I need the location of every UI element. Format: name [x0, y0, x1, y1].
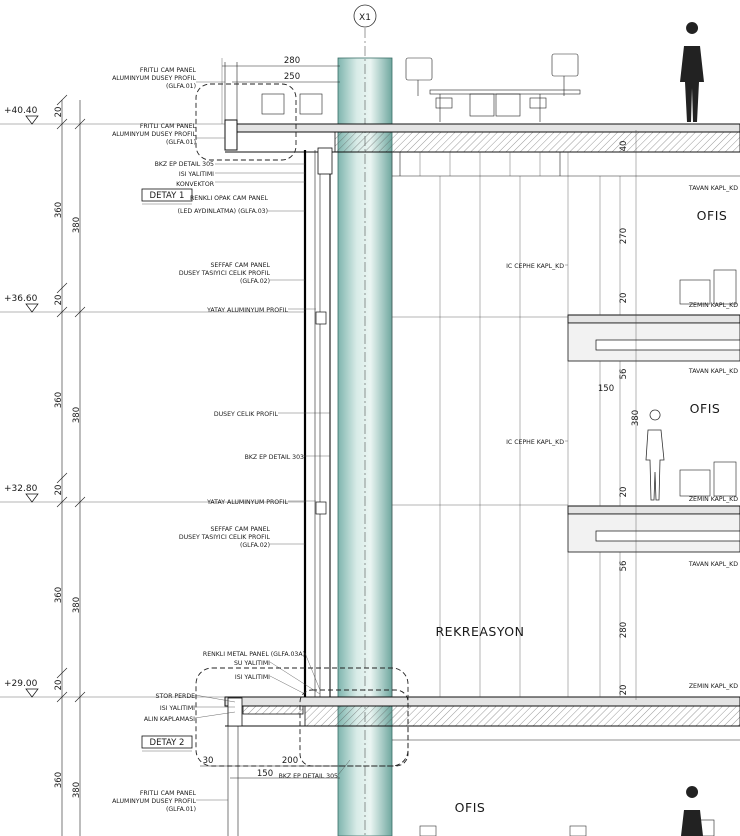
dim-left-inner-3: 380 [72, 597, 82, 613]
label-zemin-3: ZEMIN KAPL_KD [689, 683, 738, 690]
label-fritli-1c: (GLFA.01) [166, 83, 196, 90]
furniture-offices [679, 269, 737, 836]
interior-grid [391, 152, 621, 697]
label-stor-perde: STOR PERDE [156, 693, 196, 700]
dim-r-9: 280 [619, 622, 629, 638]
left-dimension-chains: 20 20 20 20 360 360 360 360 380 380 380 … [54, 94, 86, 836]
label-yatay-1: YATAY ALUMINYUM PROFIL [206, 307, 288, 314]
bottom-dimensions: 30 200 150 [200, 756, 340, 779]
top-dimensions: 280 250 [221, 56, 340, 124]
dim-left-inner-2: 380 [72, 407, 82, 423]
dim-r-4: 56 [619, 369, 629, 380]
label-isi-top: ISI YALITIMI [179, 171, 214, 178]
label-dusey-celik: DUSEY CELIK PROFIL [214, 411, 279, 418]
dim-r-8: 56 [619, 561, 629, 572]
dim-bot-2: 200 [282, 756, 298, 766]
label-renkli-opak-a: RENKLI OPAK CAM PANEL [190, 195, 269, 202]
dim-left-small-4: 20 [54, 680, 64, 691]
detail-2-label: DETAY 2 [150, 738, 185, 748]
detail-callouts: DETAY 1 DETAY 2 [141, 83, 409, 767]
label-renkli-opak-b: (LED AYDINLATMA) (GLFA.03) [178, 208, 268, 215]
label-isi-bot: ISI YALITIMI [160, 705, 195, 712]
label-seffaf-1b: DUSEY TASIYICI CELIK PROFIL [179, 270, 271, 277]
right-dimensions: 40 270 20 56 150 380 20 56 280 20 [598, 130, 641, 700]
label-zemin-1: ZEMIN KAPL_KD [689, 302, 738, 309]
furniture-top [261, 53, 581, 122]
label-seffaf-2b: DUSEY TASIYICI CELIK PROFIL [179, 534, 271, 541]
dim-left-small-3: 20 [54, 485, 64, 496]
room-ofis-1: OFIS [697, 208, 728, 223]
room-rekreasyon: REKREASYON [436, 624, 525, 639]
label-seffaf-2a: SEFFAF CAM PANEL [210, 526, 270, 533]
level-markers: +40.40 +36.60 +32.80 +29.00 [0, 106, 305, 698]
label-yatay-2: YATAY ALUMINYUM PROFIL [206, 499, 288, 506]
label-renkli-metal: RENKLI METAL PANEL (GLFA.03A) [203, 651, 305, 658]
label-fritli-3a: FRITLI CAM PANEL [140, 790, 197, 797]
label-su-yalitimi: SU YALITIMI [234, 660, 270, 667]
label-alin: ALIN KAPLAMASI [144, 716, 195, 723]
label-seffaf-1c: (GLFA.02) [240, 278, 270, 285]
label-tavan-1: TAVAN KAPL_KD [688, 185, 738, 192]
dim-left-inner-4: 380 [72, 782, 82, 798]
label-fritli-3b: ALUMINYUM DUSEY PROFIL [112, 798, 196, 805]
detail-2-tag [141, 735, 193, 749]
label-tavan-2: TAVAN KAPL_KD [688, 368, 738, 375]
dim-r-7: 20 [619, 487, 629, 498]
axis-bubble [353, 4, 377, 28]
dim-r-2: 270 [619, 228, 629, 244]
dim-r-6: 380 [631, 410, 641, 426]
facade-mullions [224, 62, 333, 836]
label-fritli-1b: ALUMINYUM DUSEY PROFIL [112, 75, 196, 82]
room-ofis-3: OFIS [455, 800, 486, 815]
dim-top-1: 280 [284, 56, 300, 66]
label-fritli-2a: FRITLI CAM PANEL [140, 123, 197, 130]
dim-r-5: 150 [598, 384, 614, 394]
level-1: +40.40 [4, 106, 38, 116]
label-seffaf-1a: SEFFAF CAM PANEL [210, 262, 270, 269]
dim-left-outer-1: 360 [54, 202, 64, 218]
axis-tag: X1 [359, 13, 371, 23]
dim-left-outer-2: 360 [54, 392, 64, 408]
dim-r-10: 20 [619, 685, 629, 696]
dim-left-outer-3: 360 [54, 587, 64, 603]
detail-1-label: DETAY 1 [150, 191, 185, 201]
label-zemin-2: ZEMIN KAPL_KD [689, 496, 738, 503]
dim-bot-3: 150 [257, 769, 273, 779]
dim-left-outer-4: 360 [54, 772, 64, 788]
level-2: +36.60 [4, 294, 38, 304]
level-3: +32.80 [4, 484, 38, 494]
annotations-left: FRITLI CAM PANEL ALUMINYUM DUSEY PROFIL … [112, 67, 338, 813]
label-fritli-1a: FRITLI CAM PANEL [140, 67, 197, 74]
label-bkz-305-top: BKZ EP DETAIL 305 [155, 161, 214, 168]
leader-lines [194, 81, 568, 801]
label-fritli-2c: (GLFA.01) [166, 139, 196, 146]
dim-r-1: 40 [619, 141, 629, 152]
label-konvektor: KONVEKTOR [176, 181, 215, 188]
room-ofis-2: OFIS [690, 401, 721, 416]
detail-1-outline [195, 83, 297, 161]
dim-bot-1: 30 [203, 756, 214, 766]
floor-slabs [224, 123, 740, 741]
dim-top-2: 250 [284, 72, 300, 82]
label-ic-cephe-1: IC CEPHE KAPL_KD [506, 263, 564, 270]
label-seffaf-2c: (GLFA.02) [240, 542, 270, 549]
level-4: +29.00 [4, 679, 38, 689]
label-tavan-3: TAVAN KAPL_KD [688, 561, 738, 568]
label-isi-mid: ISI YALITIMI [235, 674, 270, 681]
label-bkz-303: BKZ EP DETAIL 303 [245, 454, 304, 461]
dim-left-small-1: 20 [54, 107, 64, 118]
dim-left-inner-1: 380 [72, 217, 82, 233]
room-labels: OFIS OFIS REKREASYON OFIS [436, 208, 728, 815]
dim-left-small-2: 20 [54, 295, 64, 306]
label-fritli-3c: (GLFA.01) [166, 806, 196, 813]
dim-r-3: 20 [619, 293, 629, 304]
human-figures [419, 22, 704, 836]
annotations-right: TAVAN KAPL_KD ZEMIN KAPL_KD TAVAN KAPL_K… [506, 185, 738, 690]
label-fritli-2b: ALUMINYUM DUSEY PROFIL [112, 131, 196, 138]
detail-1-tag [141, 188, 193, 202]
label-ic-cephe-2: IC CEPHE KAPL_KD [506, 439, 564, 446]
label-bkz-305-bot: BKZ EP DETAIL 305 [279, 773, 338, 780]
